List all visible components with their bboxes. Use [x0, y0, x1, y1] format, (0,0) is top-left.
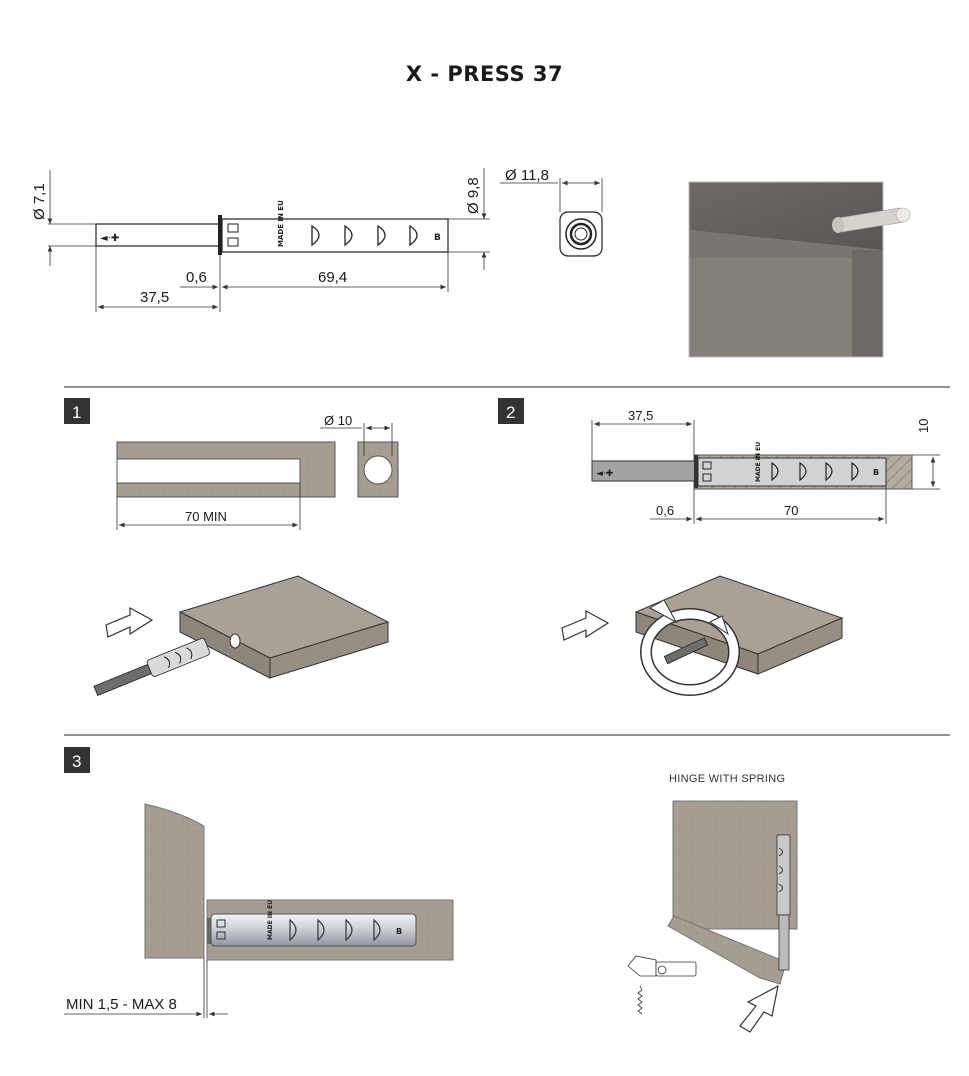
- rotate-arrow-icon: [561, 609, 610, 641]
- pusher-side-view: ◄·✚ MADE IN EU B Ø 7,1 Ø 9,8 37,5 0,6 69…: [31, 168, 490, 312]
- svg-text:B: B: [873, 468, 879, 477]
- made-in-eu-mark: MADE IN EU: [277, 200, 285, 247]
- svg-text:MADE IN EU: MADE IN EU: [755, 442, 762, 482]
- step-1: 1 Ø 10 70 MIN: [64, 398, 399, 696]
- gap-label: MIN 1,5 - MAX 8: [66, 996, 177, 1013]
- b-mark: B: [434, 233, 441, 243]
- step-3: 3 MADE IN EU B MIN 1,5 - MAX 8 HINGE WIT…: [64, 747, 798, 1033]
- pin-length-label: 37,5: [140, 289, 169, 306]
- svg-text:MADE IN EU: MADE IN EU: [267, 900, 274, 940]
- body-length-label: 70: [784, 503, 798, 518]
- svg-text:◄·✚: ◄·✚: [596, 469, 614, 479]
- hole-diameter-label: Ø 10: [324, 413, 352, 428]
- pin-length-label: 37,5: [628, 408, 653, 423]
- step-badge: [498, 398, 524, 424]
- body-length-label: 69,4: [318, 269, 347, 286]
- push-arrow-icon: [739, 984, 779, 1033]
- step-number: 2: [506, 403, 515, 422]
- page-title: X - PRESS 37: [405, 62, 564, 86]
- step-badge: [64, 398, 90, 424]
- svg-text:B: B: [396, 927, 402, 936]
- step-number: 1: [72, 403, 81, 422]
- depth-label: 70 MIN: [185, 509, 227, 524]
- height-label: 10: [916, 419, 931, 433]
- end-diameter-label: Ø 11,8: [505, 167, 549, 184]
- cabinet-render: [688, 181, 911, 358]
- svg-text:◄·✚: ◄·✚: [100, 233, 119, 244]
- flange-label: 0,6: [656, 503, 674, 518]
- pin-diameter-label: Ø 7,1: [31, 183, 48, 220]
- pusher-end-view: Ø 11,8: [500, 167, 603, 257]
- insert-arrow-icon: [105, 606, 154, 638]
- step-badge: [64, 747, 90, 773]
- step-number: 3: [72, 752, 81, 771]
- flange-label: 0,6: [186, 269, 207, 286]
- hinge-caption: HINGE WITH SPRING: [669, 773, 785, 785]
- body-diameter-label: Ø 9,8: [465, 177, 482, 214]
- step-2: 2 ◄·✚ MADE IN EU B 37,5 0,6 70 10: [498, 398, 940, 696]
